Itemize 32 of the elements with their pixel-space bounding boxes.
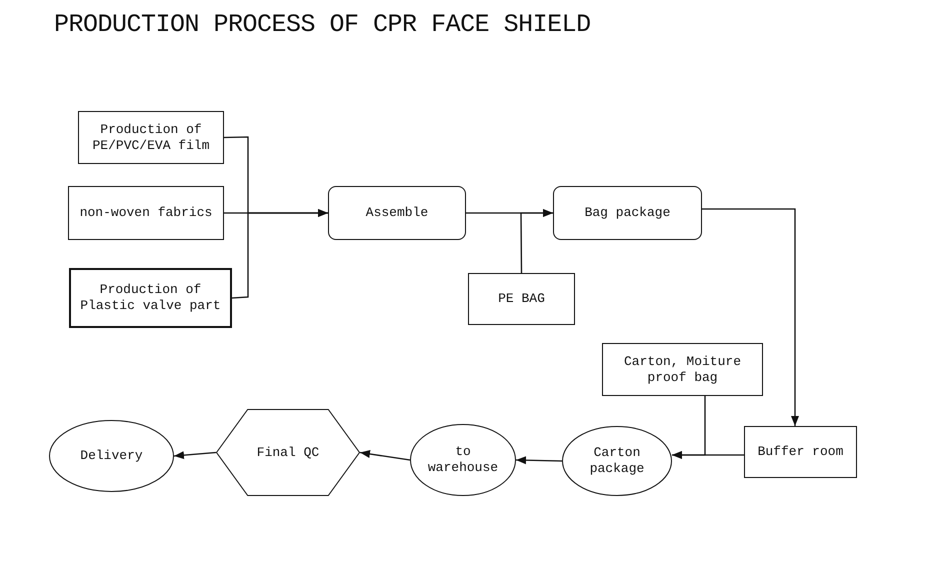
arrow [174,451,216,460]
process-ellipse [562,426,672,496]
node-label: Carton, Moiture proof bag [622,354,742,386]
process-box [69,268,232,328]
input-box [602,343,763,396]
process-box [68,186,224,240]
node-label: PE BAG [498,291,545,307]
input-box [468,273,575,325]
process-box [553,186,702,240]
node-label: non-woven fabrics [80,205,212,221]
node-label: Assemble [366,205,428,221]
node-label: Bag package [584,205,670,221]
node-label: to warehouse [426,444,500,476]
process-box [78,111,224,164]
end-ellipse [49,420,174,492]
arrow [672,451,744,459]
node-label: Delivery [80,448,143,464]
node-label: Final QC [256,444,320,460]
arrow [520,209,553,273]
node-label: Carton package [588,445,646,477]
node-label: Production of Plastic valve part [79,282,222,314]
node-label: Buffer room [758,444,844,460]
arrow [360,450,410,461]
process-box [328,186,466,240]
diagram-title: PRODUCTION PROCESS OF CPR FACE SHIELD [54,10,591,39]
arrow [516,456,562,464]
node-label: Production of PE/PVC/EVA film [91,122,211,154]
arrow [232,209,328,299]
arrow [702,208,799,426]
qc-hexagon [216,409,360,496]
process-ellipse [410,424,516,496]
process-box [744,426,857,478]
